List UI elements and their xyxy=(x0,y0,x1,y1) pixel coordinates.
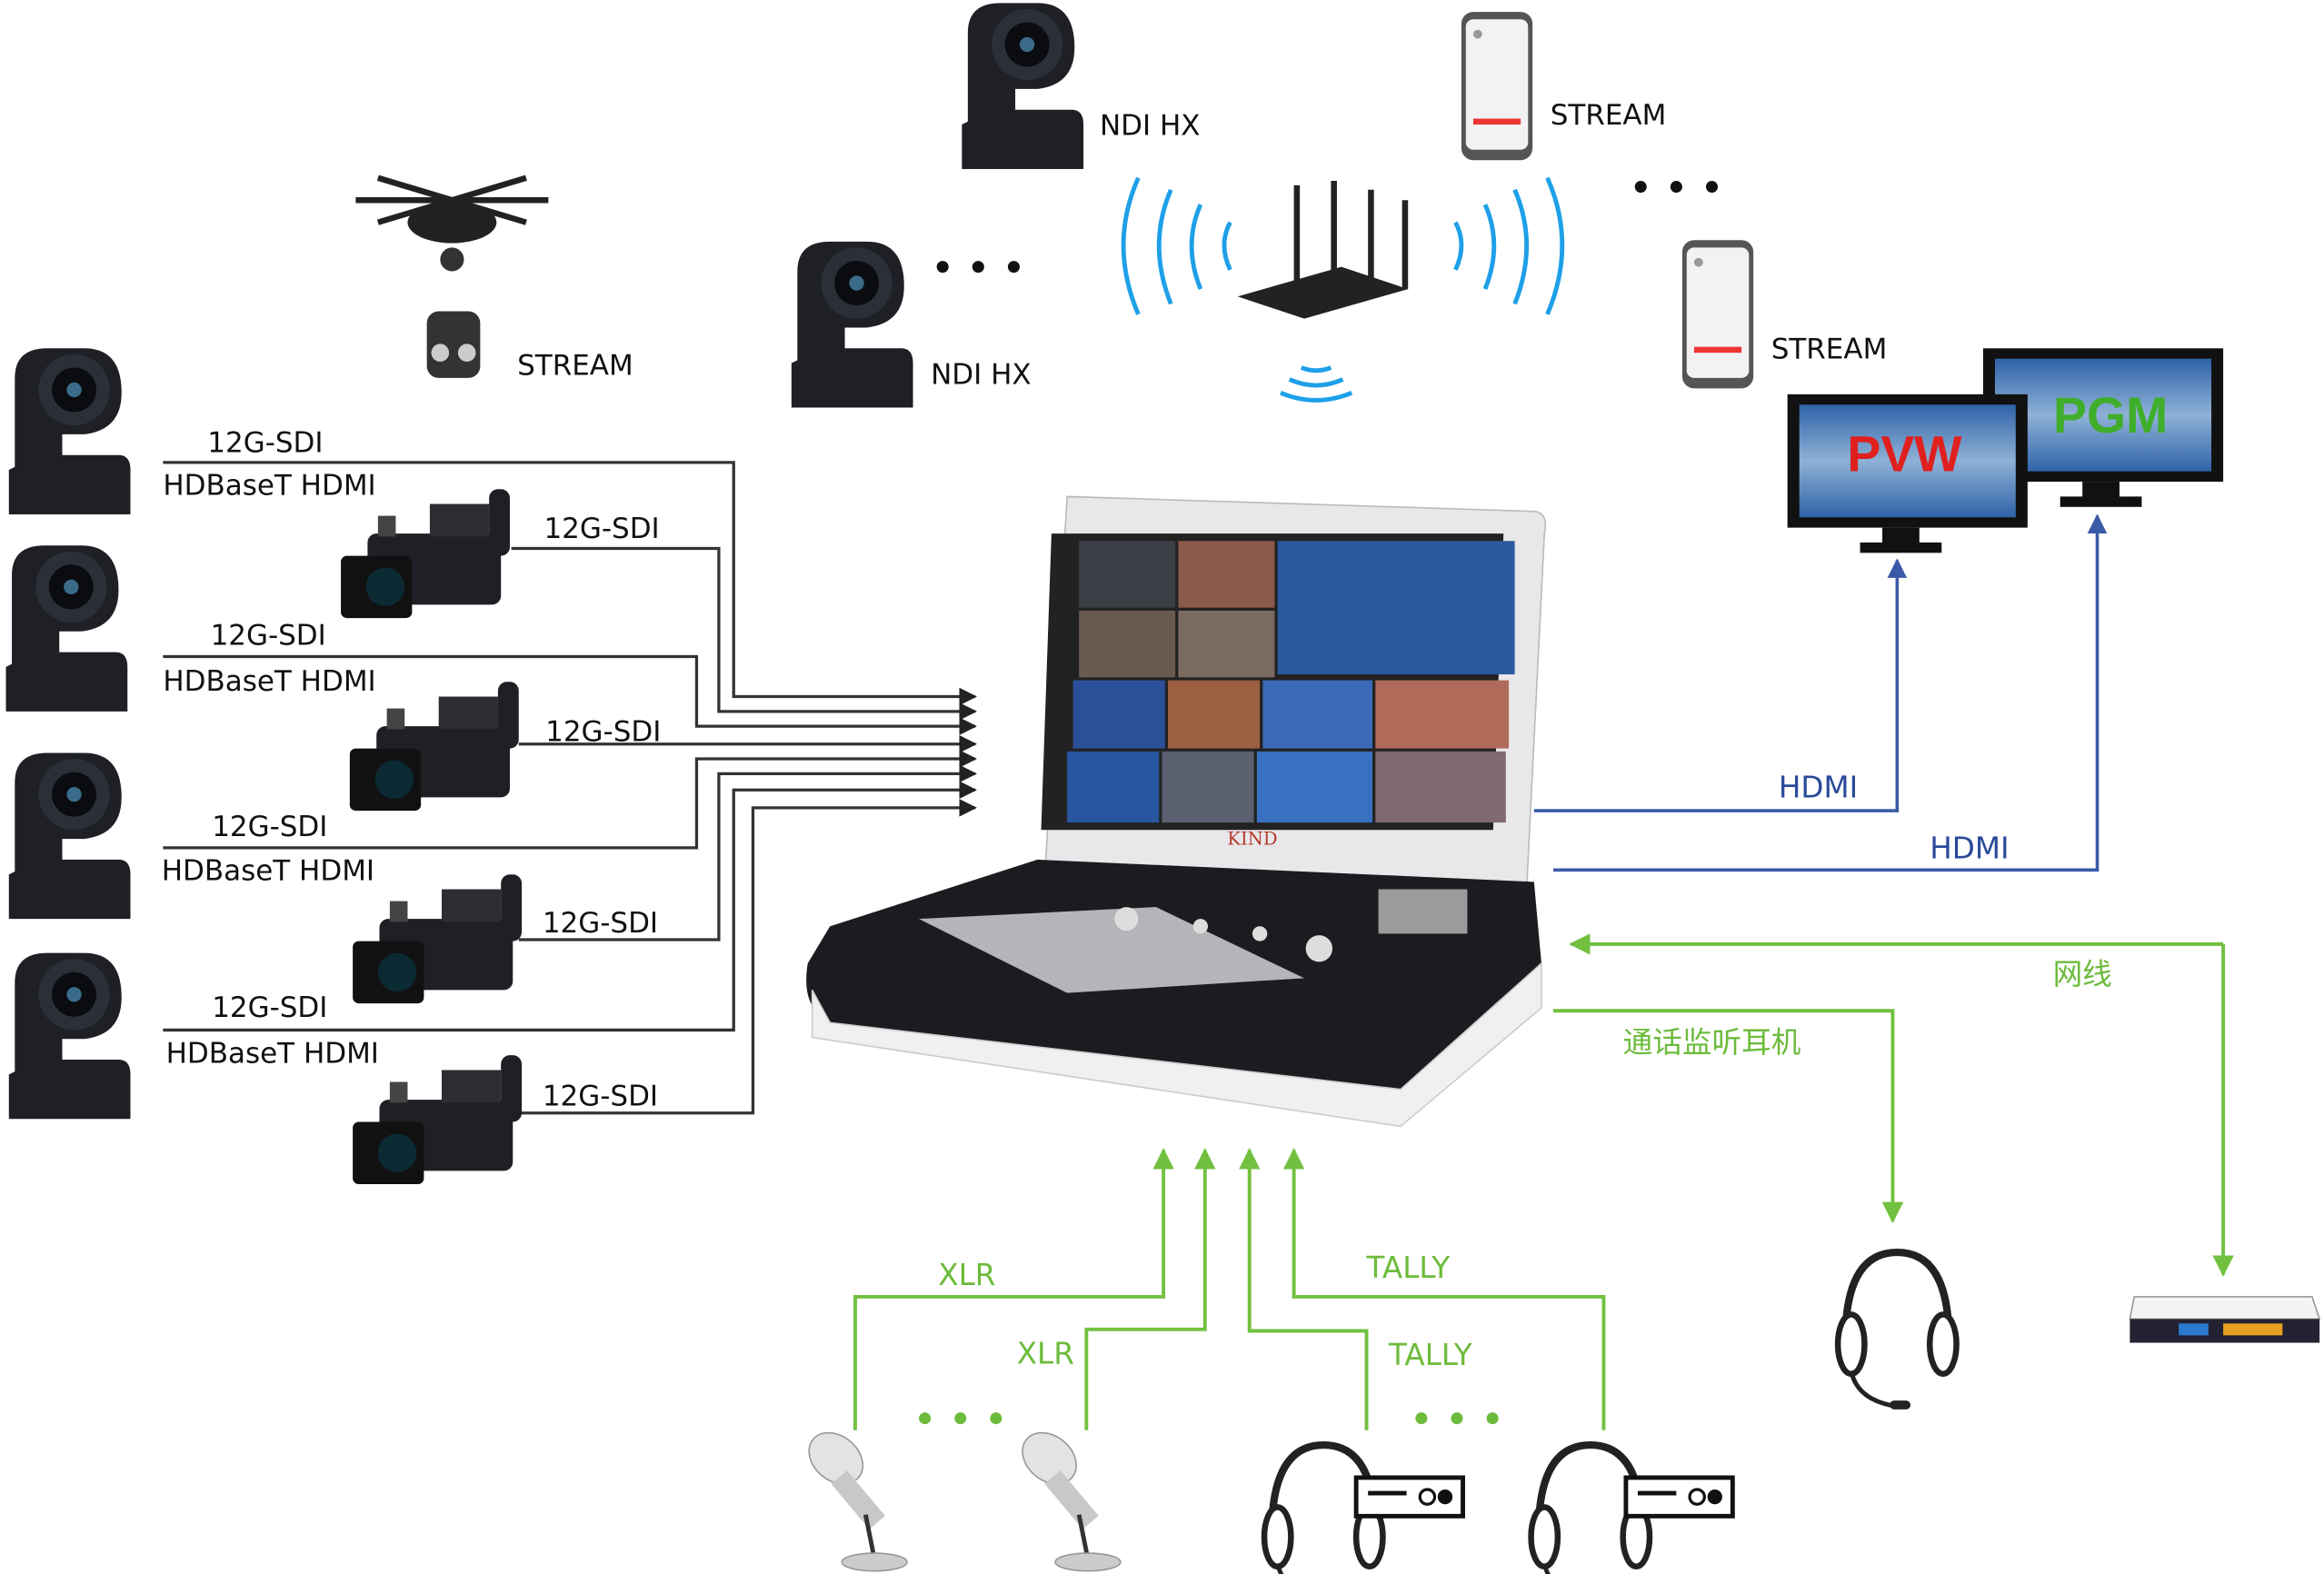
xlr-label: XLR xyxy=(1017,1336,1074,1370)
ptz-camera-icon xyxy=(8,348,131,514)
smartphone-icon xyxy=(1461,12,1533,161)
sdi-label: 12G-SDI xyxy=(543,907,658,940)
sdi-label: 12G-SDI xyxy=(543,1081,658,1113)
stream-label: STREAM xyxy=(1551,99,1667,132)
xlr-label: XLR xyxy=(938,1258,995,1292)
hdbaset-label: HDBaseT HDMI xyxy=(163,665,375,698)
pvw-monitor: PVW xyxy=(1787,394,2028,553)
ptz-camera-icon xyxy=(5,545,128,712)
ndi-hx-label: NDI HX xyxy=(1100,109,1201,142)
intercom-headset-label: 通话监听耳机 xyxy=(1623,1025,1801,1060)
ellipsis-green-icon xyxy=(919,1412,1499,1425)
ptz-camera-icon xyxy=(8,952,131,1120)
router-icon xyxy=(1237,181,1409,319)
sdi-label: 12G-SDI xyxy=(211,619,326,652)
sdi-input-lines xyxy=(163,461,977,1115)
tally-box-icon xyxy=(1356,1478,1462,1516)
ndi-hx-label: NDI HX xyxy=(931,358,1032,391)
microphone-icon xyxy=(1012,1422,1121,1571)
hdmi-label: HDMI xyxy=(1779,770,1858,804)
sdi-label: 12G-SDI xyxy=(207,426,323,459)
hdbaset-label: HDBaseT HDMI xyxy=(166,1037,379,1070)
camcorder-icon xyxy=(341,489,510,619)
sdi-label: 12G-SDI xyxy=(212,811,327,843)
hdmi-label: HDMI xyxy=(1930,831,2009,865)
ptz-camera-icon xyxy=(8,752,131,920)
ndi-camera-icon xyxy=(962,3,1084,169)
aux-lines xyxy=(853,933,2234,1430)
wifi-waves-icon xyxy=(1121,176,1565,403)
drone-icon xyxy=(355,174,549,378)
tally-label: TALLY xyxy=(1388,1338,1472,1372)
labels: NDI HX NDI HX STREAM STREAM STREAM 12G-S… xyxy=(162,99,2112,1372)
ellipsis-icon xyxy=(936,181,1719,274)
hdbaset-label: HDBaseT HDMI xyxy=(162,855,374,888)
sdi-label: 12G-SDI xyxy=(212,991,327,1024)
sdi-label: 12G-SDI xyxy=(545,715,661,748)
switcher-brand-logo: KIND xyxy=(1227,829,1277,850)
pvw-label: PVW xyxy=(1847,426,1962,483)
pgm-label: PGM xyxy=(2053,387,2168,443)
ndi-camera-icon xyxy=(791,241,913,408)
intercom-headset-icon xyxy=(1838,1252,1956,1410)
stream-label: STREAM xyxy=(517,350,633,383)
smartphone-icon xyxy=(1681,240,1754,389)
tally-label: TALLY xyxy=(1366,1250,1451,1285)
microphone-icon xyxy=(799,1422,907,1571)
hdbaset-label: HDBaseT HDMI xyxy=(163,470,375,503)
sdi-label: 12G-SDI xyxy=(544,513,659,545)
network-switch-icon xyxy=(2129,1296,2321,1343)
camcorder-icon xyxy=(349,682,519,812)
stream-label: STREAM xyxy=(1771,334,1888,366)
tally-box-icon xyxy=(1626,1478,1732,1516)
video-switcher: KIND xyxy=(806,495,1547,1128)
multiview-screen xyxy=(1067,541,1515,823)
camcorder-icon xyxy=(353,1055,523,1185)
network-cable-label: 网线 xyxy=(2053,957,2112,991)
hdmi-output-lines xyxy=(1533,513,2108,872)
camcorder-icon xyxy=(353,874,523,1004)
